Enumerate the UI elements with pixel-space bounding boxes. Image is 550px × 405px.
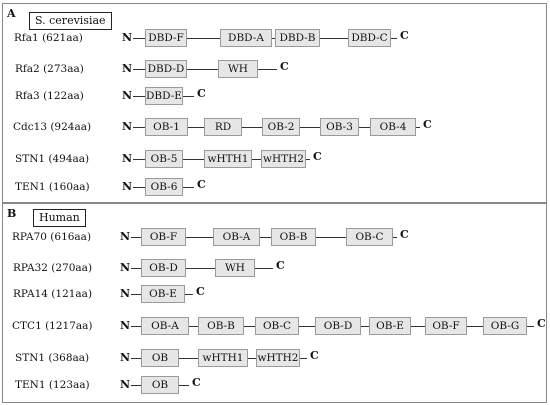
domain-box: wHTH1 xyxy=(204,150,252,168)
domain-box: OB-B xyxy=(271,228,316,246)
protein-label: RPA32 (270aa) xyxy=(13,262,93,274)
c-terminus: C xyxy=(197,178,206,191)
n-terminus: N xyxy=(122,152,133,165)
domain-box: OB-D xyxy=(315,317,361,335)
domain-box: DBD-C xyxy=(348,29,391,47)
backbone-line xyxy=(131,268,273,269)
panel-a-species: S. cerevisiae xyxy=(29,12,112,30)
protein-label: Rfa1 (621aa) xyxy=(14,32,83,44)
domain-box: DBD-F xyxy=(145,29,187,47)
domain-box: DBD-A xyxy=(220,29,272,47)
domain-box: OB-3 xyxy=(320,118,359,136)
c-terminus: C xyxy=(400,228,409,241)
domain-box: OB-C xyxy=(346,228,393,246)
domain-box: WH xyxy=(215,259,255,277)
domain-box: wHTH2 xyxy=(261,150,306,168)
n-terminus: N xyxy=(122,89,133,102)
n-terminus: N xyxy=(122,31,133,44)
domain-box: OB-1 xyxy=(145,118,188,136)
domain-box: OB-F xyxy=(425,317,467,335)
domain-box: wHTH1 xyxy=(198,349,248,367)
domain-box: WH xyxy=(218,60,258,78)
domain-box: OB-C xyxy=(255,317,299,335)
protein-label: RPA70 (616aa) xyxy=(12,231,92,243)
protein-label: Rfa3 (122aa) xyxy=(15,90,84,102)
panel-b-letter: B xyxy=(7,207,17,220)
protein-label: TEN1 (123aa) xyxy=(15,379,90,391)
domain-box: OB-2 xyxy=(262,118,300,136)
domain-box: OB xyxy=(141,349,179,367)
n-terminus: N xyxy=(120,319,131,332)
domain-box: OB xyxy=(141,376,179,394)
domain-box: wHTH2 xyxy=(256,349,300,367)
domain-box: OB-D xyxy=(141,259,186,277)
n-terminus: N xyxy=(120,230,131,243)
c-terminus: C xyxy=(423,118,432,131)
domain-box: OB-5 xyxy=(145,150,183,168)
domain-box: DBD-D xyxy=(145,60,187,78)
domain-box: OB-4 xyxy=(370,118,416,136)
n-terminus: N xyxy=(120,287,131,300)
c-terminus: C xyxy=(280,60,289,73)
n-terminus: N xyxy=(120,351,131,364)
n-terminus: N xyxy=(122,180,133,193)
domain-box: DBD-E xyxy=(145,87,183,105)
domain-box: OB-6 xyxy=(145,178,183,196)
domain-box: OB-A xyxy=(141,317,189,335)
domain-box: OB-E xyxy=(369,317,411,335)
panel-b: B Human xyxy=(2,203,547,403)
n-terminus: N xyxy=(120,378,131,391)
protein-label: RPA14 (121aa) xyxy=(13,288,93,300)
protein-label: TEN1 (160aa) xyxy=(15,181,90,193)
protein-label: Rfa2 (273aa) xyxy=(15,63,84,75)
panel-a-letter: A xyxy=(7,7,16,20)
c-terminus: C xyxy=(196,285,205,298)
protein-label: STN1 (368aa) xyxy=(15,352,90,364)
domain-box: OB-B xyxy=(198,317,244,335)
domain-box: OB-F xyxy=(141,228,186,246)
protein-label: Cdc13 (924aa) xyxy=(13,121,92,133)
c-terminus: C xyxy=(537,317,546,330)
c-terminus: C xyxy=(276,259,285,272)
domain-box: OB-E xyxy=(141,285,185,303)
backbone-line xyxy=(131,237,397,238)
protein-label: STN1 (494aa) xyxy=(15,153,90,165)
panel-b-species: Human xyxy=(33,209,86,227)
c-terminus: C xyxy=(310,349,319,362)
n-terminus: N xyxy=(122,120,133,133)
c-terminus: C xyxy=(313,150,322,163)
domain-box: RD xyxy=(204,118,242,136)
c-terminus: C xyxy=(400,29,409,42)
protein-label: CTC1 (1217aa) xyxy=(12,320,93,332)
panel-a: A S. cerevisiae xyxy=(2,3,547,203)
c-terminus: C xyxy=(197,87,206,100)
backbone-line xyxy=(133,69,277,70)
domain-box: DBD-B xyxy=(275,29,320,47)
domain-box: OB-A xyxy=(213,228,260,246)
c-terminus: C xyxy=(192,376,201,389)
domain-box: OB-G xyxy=(483,317,527,335)
n-terminus: N xyxy=(120,261,131,274)
n-terminus: N xyxy=(122,62,133,75)
